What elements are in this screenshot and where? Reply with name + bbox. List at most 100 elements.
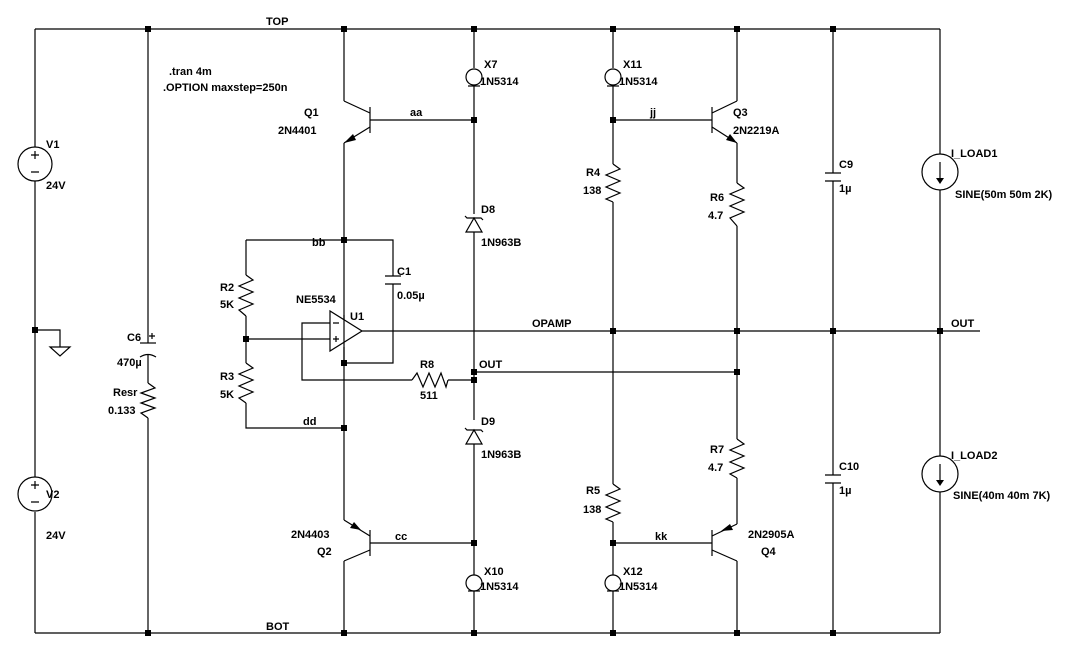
transistor-q1 [343,100,371,144]
transistor-q2 [343,519,371,562]
junction [610,540,616,546]
junction [937,328,943,334]
label-q1-name: Q1 [304,107,319,119]
junction [610,26,616,32]
junction [610,117,616,123]
label-x12-value: 1N5314 [619,581,658,593]
label-r8-value: 511 [420,390,438,402]
wire-r2-r3 [245,240,344,429]
label-d9-name: D9 [481,416,495,428]
label-r7-value: 4.7 [708,462,723,474]
label-r2-name: R2 [220,282,234,294]
junction [734,26,740,32]
label-r4-name: R4 [586,167,601,179]
wire-ground [35,329,61,347]
label-iload2-name: I_LOAD2 [951,450,997,462]
current-source-iload2 [921,455,959,493]
label-resr-name: Resr [113,387,138,399]
junction [830,328,836,334]
label-u1-name: U1 [350,311,364,323]
net-label-top: TOP [266,16,288,28]
net-label-out-right: OUT [951,318,975,330]
label-d8-name: D8 [481,204,495,216]
junction [471,369,477,375]
label-q4-value: 2N2905A [748,529,795,541]
resistor-r2 [237,274,255,317]
junction [243,336,249,342]
junction [610,328,616,334]
junction [734,630,740,636]
voltage-source-v2 [17,476,53,512]
label-q2-name: Q2 [317,546,332,558]
label-r8-name: R8 [420,359,434,371]
net-label-bb: bb [312,237,326,249]
crd-x10 [465,574,483,592]
junction [471,26,477,32]
label-v1-value: 24V [46,180,66,192]
label-iload2-value: SINE(40m 40m 7K) [953,490,1051,502]
junction [830,630,836,636]
label-x7-name: X7 [484,59,497,71]
label-q3-name: Q3 [733,107,748,119]
net-label-bot: BOT [266,621,290,633]
label-d9-value: 1N963B [481,449,521,461]
label-r7-name: R7 [710,444,724,456]
junction [341,425,347,431]
label-q3-value: 2N2219A [733,125,780,137]
junction [471,117,477,123]
directive-option: .OPTION maxstep=250n [163,82,288,94]
label-x10-value: 1N5314 [480,581,519,593]
label-c10-name: C10 [839,461,859,473]
label-x7-value: 1N5314 [480,76,519,88]
label-r5-name: R5 [586,485,600,497]
wire-bb-c1 [246,239,394,364]
label-q2-value: 2N4403 [291,529,330,541]
label-c9-value: 1µ [839,183,851,195]
label-v2-value: 24V [46,530,66,542]
zener-d8 [464,215,484,233]
crd-x11 [604,68,622,87]
transistor-q3 [711,100,738,144]
junction [471,540,477,546]
resistor-r7 [728,438,746,479]
junction [830,26,836,32]
capacitor-c9 [825,172,841,182]
junction [341,237,347,243]
net-label-jj: jj [649,107,656,119]
label-r6-name: R6 [710,192,724,204]
junction [610,630,616,636]
junction [341,630,347,636]
label-q4-name: Q4 [761,546,777,558]
capacitor-c1 [385,275,401,285]
label-r3-value: 5K [220,389,234,401]
junction [341,360,347,366]
net-label-dd: dd [303,416,316,428]
label-resr-value: 0.133 [108,405,136,417]
label-r4-value: 138 [583,185,601,197]
junctions [32,26,943,636]
labels: .tran 4m .OPTION maxstep=250n TOP BOT aa… [46,16,1053,633]
resistor-r5 [604,483,622,523]
capacitor-c6 [139,333,157,358]
junction [145,630,151,636]
label-u1-value: NE5534 [296,294,337,306]
label-iload1-name: I_LOAD1 [951,148,997,160]
junction [471,377,477,383]
resistor-resr [139,382,157,419]
label-x11-name: X11 [623,59,642,71]
wire-minus-feedback [301,322,474,381]
crd-x7 [465,68,483,87]
label-r2-value: 5K [220,299,234,311]
junction [734,369,740,375]
label-x11-value: 1N5314 [619,76,658,88]
resistor-r6 [728,182,746,227]
net-label-out-mid: OUT [479,359,503,371]
label-x12-name: X12 [623,566,643,578]
label-d8-value: 1N963B [481,237,521,249]
junction [471,630,477,636]
net-label-cc: cc [395,531,407,543]
label-x10-name: X10 [484,566,504,578]
label-c9-name: C9 [839,159,853,171]
